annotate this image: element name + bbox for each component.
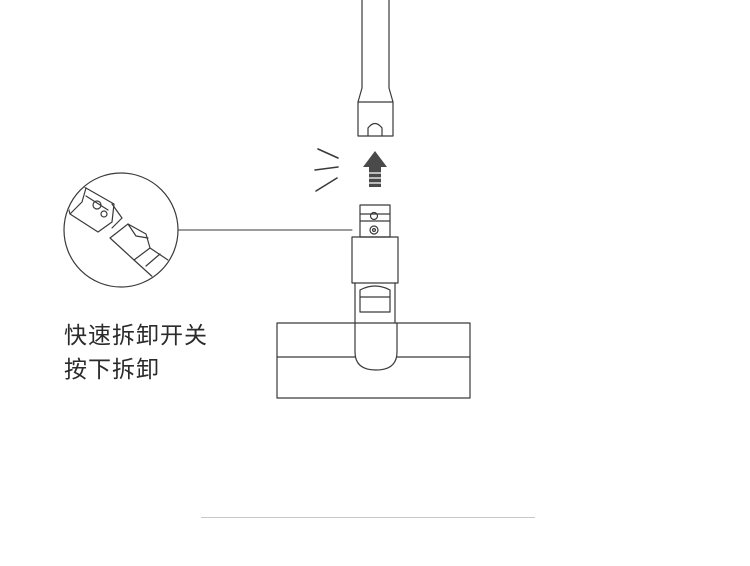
connector-latch [359,204,391,238]
floor-brush-head [276,322,471,399]
motion-lines [314,148,339,192]
caption-press-to-release: 按下拆卸 [64,357,160,383]
caption-quick-release: 快速拆卸开关 [64,323,208,349]
up-arrow-icon [363,151,387,187]
upper-tube [357,0,394,137]
divider-line [201,517,535,518]
brush-neck [351,236,399,324]
detail-callout [63,172,179,288]
